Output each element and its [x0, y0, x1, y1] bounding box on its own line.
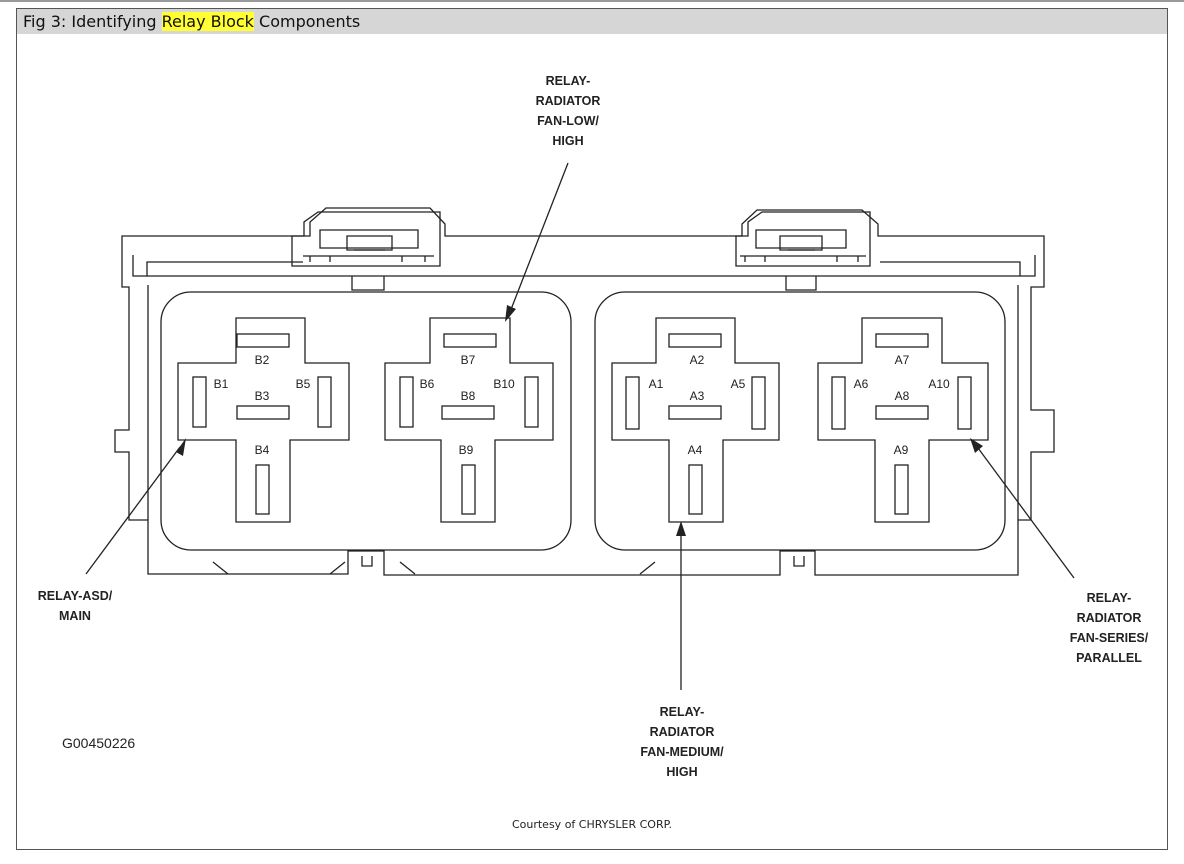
pin-label-a6: A6 [854, 377, 869, 391]
pin-label-b6: B6 [420, 377, 435, 391]
leader-line-low-high [509, 162, 569, 313]
callout-medium-high: RELAY- RADIATOR FAN-MEDIUM/ HIGH [640, 705, 724, 779]
figure-frame: Fig 3: Identifying Relay Block Component… [16, 8, 1168, 850]
pin-label-b1: B1 [214, 377, 229, 391]
pin-label-b7: B7 [461, 353, 476, 367]
pin-label-a7: A7 [895, 353, 910, 367]
svg-text:RELAY-: RELAY- [660, 705, 705, 719]
leader-line-asd [85, 446, 181, 575]
pin-label-b3: B3 [255, 389, 270, 403]
relay-socket-a6-group [817, 317, 989, 523]
cavity-left [160, 291, 572, 551]
pin-label-a5: A5 [731, 377, 746, 391]
pin-label-b4: B4 [255, 443, 270, 457]
credit-line: Courtesy of CHRYSLER CORP. [511, 818, 673, 831]
pin-label-a8: A8 [895, 389, 910, 403]
svg-text:RELAY-ASD/: RELAY-ASD/ [38, 589, 113, 603]
pin-label-b8: B8 [461, 389, 476, 403]
tab-left [291, 211, 441, 267]
svg-text:FAN-SERIES/: FAN-SERIES/ [1070, 631, 1149, 645]
leader-line-series-parallel [977, 447, 1075, 579]
arrowhead-asd [176, 438, 186, 456]
svg-text:RADIATOR: RADIATOR [536, 94, 601, 108]
svg-text:FAN-LOW/: FAN-LOW/ [537, 114, 599, 128]
callout-asd-main: RELAY-ASD/ MAIN [38, 589, 113, 623]
title-suffix: Components [253, 12, 361, 31]
relay-socket-b1-group [177, 317, 350, 523]
pin-label-a9: A9 [894, 443, 909, 457]
title-prefix: Fig 3: Identifying [23, 12, 162, 31]
svg-text:FAN-MEDIUM/: FAN-MEDIUM/ [640, 745, 724, 759]
svg-text:RADIATOR: RADIATOR [650, 725, 715, 739]
title-highlight: Relay Block [161, 12, 254, 31]
svg-text:MAIN: MAIN [59, 609, 91, 623]
svg-text:RELAY-: RELAY- [546, 74, 591, 88]
drawing-code: G00450226 [62, 735, 135, 751]
relay-socket-a1-group [611, 317, 780, 523]
pin-label-a1: A1 [649, 377, 664, 391]
pin-label-b9: B9 [459, 443, 474, 457]
svg-text:HIGH: HIGH [666, 765, 697, 779]
svg-text:PARALLEL: PARALLEL [1076, 651, 1142, 665]
svg-text:HIGH: HIGH [552, 134, 583, 148]
callout-low-high: RELAY- RADIATOR FAN-LOW/ HIGH [536, 74, 601, 148]
arrowhead-low-high [505, 305, 516, 322]
svg-text:RADIATOR: RADIATOR [1077, 611, 1142, 625]
svg-text:RELAY-: RELAY- [1087, 591, 1132, 605]
pin-label-a3: A3 [690, 389, 705, 403]
arrowhead-medium-high [676, 521, 686, 536]
callout-series-parallel: RELAY- RADIATOR FAN-SERIES/ PARALLEL [1070, 591, 1149, 665]
window-top-border [0, 0, 1184, 2]
pin-label-a4: A4 [688, 443, 703, 457]
relay-socket-b6-group [384, 317, 554, 523]
housing-inner-top-line [132, 255, 303, 277]
pin-label-b2: B2 [255, 353, 270, 367]
pin-label-a10: A10 [928, 377, 950, 391]
arrowhead-series-parallel [970, 438, 983, 453]
figure-title: Fig 3: Identifying Relay Block Component… [17, 9, 1167, 34]
cavity-right [594, 291, 1006, 551]
tab-right [735, 211, 871, 267]
pin-label-a2: A2 [690, 353, 705, 367]
pin-label-b10: B10 [493, 377, 515, 391]
pin-label-b5: B5 [296, 377, 311, 391]
